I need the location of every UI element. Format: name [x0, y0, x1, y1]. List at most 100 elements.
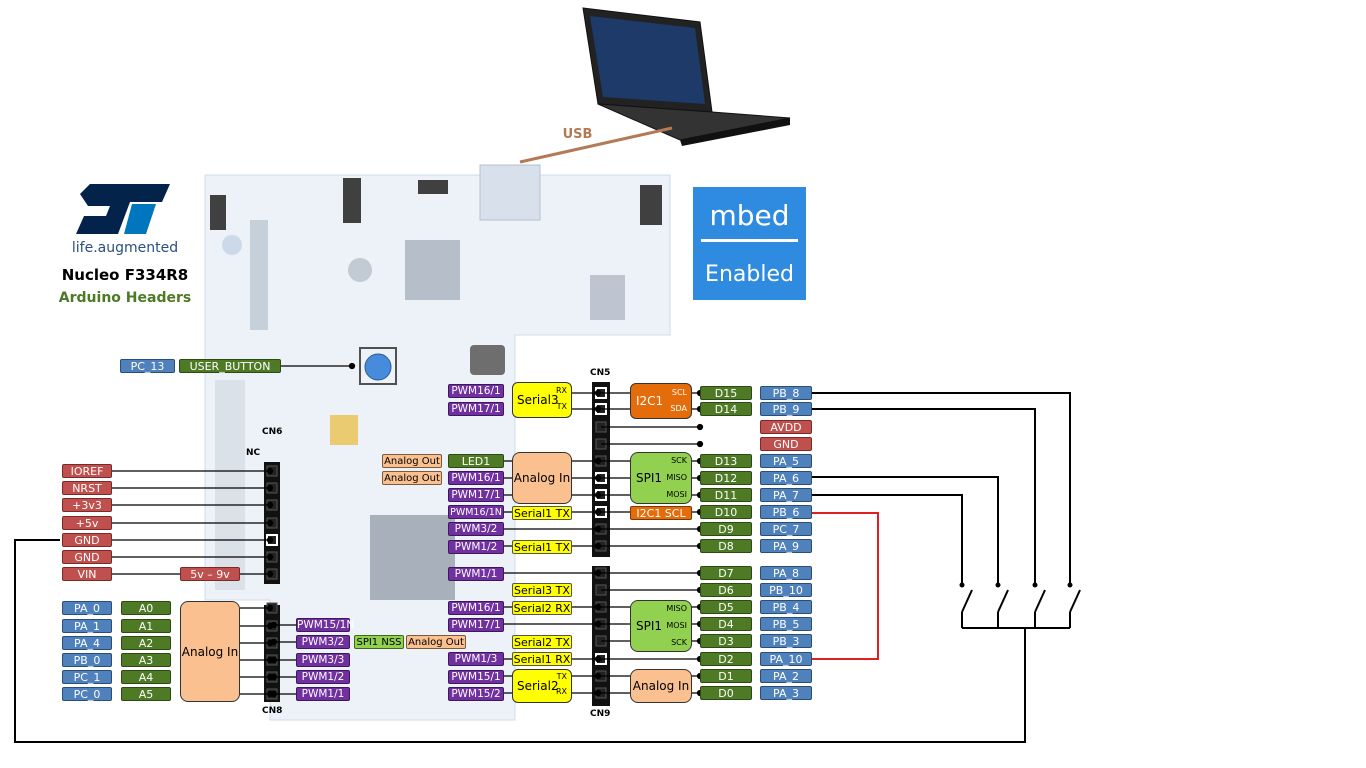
analog-out-2: Analog Out [382, 471, 442, 485]
spi1-box-bottom: SPI1 MISO MOSI SCK [630, 600, 692, 652]
mid-leader-dot [594, 542, 602, 550]
arduino-d0: D0 [700, 686, 752, 700]
arduino-d7: D7 [700, 566, 752, 580]
st-logo-icon [76, 184, 170, 234]
pwm-3-3: PWM3/3 [296, 653, 350, 667]
mcu-pin-pa5: PA_5 [760, 454, 812, 468]
mcu-pin-pb5: PB_5 [760, 617, 812, 631]
serial1-tx-2: Serial1 TX [512, 540, 572, 554]
mid-leader-dot [594, 655, 602, 663]
nc-label: NC [246, 448, 261, 458]
spi1-label-top: SPI1 [636, 471, 663, 485]
cn8-label: CN8 [262, 706, 283, 716]
mcu-pin-pb9: PB_9 [760, 402, 812, 416]
analog-out-cn8: Analog Out [406, 635, 466, 649]
mid-leader-dot [594, 603, 602, 611]
red-jumper-wire [812, 512, 879, 660]
arduino-a2: A2 [121, 636, 171, 650]
mcu-pin-gnd: GND [760, 437, 812, 451]
mcu-pin-pb10: PB_10 [760, 583, 812, 597]
pwm-3-2-left: PWM3/2 [296, 635, 350, 649]
pwm-15-2: PWM15/2 [448, 687, 504, 701]
arduino-d15: D15 [700, 386, 752, 400]
pwm-1-1-left: PWM1/1 [296, 687, 350, 701]
arduino-a3: A3 [121, 653, 171, 667]
board-subtitle: Arduino Headers [58, 290, 192, 306]
pin-3v3: +3v3 [62, 498, 112, 512]
mcu-pin-pb3: PB_3 [760, 634, 812, 648]
cn6-leader-dot [266, 484, 274, 492]
pwm-1-3: PWM1/3 [448, 652, 504, 666]
pwm-16-1-low: PWM16/1 [448, 601, 504, 615]
pin-gnd-1: GND [62, 533, 112, 547]
serial2-rx: Serial2 RX [512, 601, 572, 615]
cn6-leader-dot [266, 570, 274, 578]
pwm-1-1-low: PWM1/1 [448, 567, 504, 581]
st-tagline: life.augmented [71, 240, 179, 256]
pin-vin: VIN [62, 567, 112, 581]
usb-cable [519, 126, 673, 164]
cn8-leader-dot [266, 604, 274, 612]
mid-leader-dot [594, 620, 602, 628]
mid-leader-dot [594, 405, 602, 413]
cn8-header [264, 605, 280, 702]
cn8-pwm-leader-dot [270, 638, 278, 646]
st-logo [70, 180, 175, 238]
cn6-leader-dot [266, 467, 274, 475]
cn6-label: CN6 [262, 427, 283, 437]
pin-ioref: IOREF [62, 464, 112, 478]
mcu-pin-pc7: PC_7 [760, 522, 812, 536]
mcu-pin-pa6: PA_6 [760, 471, 812, 485]
spi1-label-bottom: SPI1 [636, 619, 663, 633]
mcu-pin-pa10: PA_10 [760, 652, 812, 666]
mbed-text: mbed [709, 199, 790, 232]
pwm-17-1-mid: PWM17/1 [448, 488, 504, 502]
cn8-pwm-leader-dot [270, 621, 278, 629]
arduino-d12: D12 [700, 471, 752, 485]
pwm-16-1n: PWM16/1N [448, 505, 504, 519]
pin-pc13: PC_13 [120, 359, 175, 373]
pin-pb0: PB_0 [62, 653, 112, 667]
i2c1-scl: SCL [671, 388, 687, 397]
spi1-miso-top: MISO [666, 473, 687, 482]
pin-pa0: PA_0 [62, 601, 112, 615]
spi1-miso-bottom: MISO [666, 604, 687, 613]
cn6-leader-dot [266, 519, 274, 527]
serial2-box: Serial2 TX RX [512, 669, 572, 703]
pwm-15-1: PWM15/1 [448, 670, 504, 684]
cn6-leader-dot [266, 501, 274, 509]
arduino-d14: D14 [700, 402, 752, 416]
pwm-16-1-top: PWM16/1 [448, 384, 504, 398]
serial3-box: Serial3 RX TX [512, 382, 572, 418]
arduino-d10: D10 [700, 505, 752, 519]
serial2-rx-pin: RX [555, 687, 567, 696]
arduino-d6: D6 [700, 583, 752, 597]
board-name: Nucleo F334R8 [61, 266, 189, 284]
arduino-d9: D9 [700, 522, 752, 536]
cn8-pwm-leader-dot [270, 656, 278, 664]
spi1-sck-bottom: SCK [671, 638, 687, 647]
middle-analog-in-box: Analog In [512, 452, 572, 504]
arduino-d8: D8 [700, 539, 752, 553]
arduino-d5: D5 [700, 600, 752, 614]
mcu-pin-pb6: PB_6 [760, 505, 812, 519]
pin-pa1: PA_1 [62, 619, 112, 633]
arduino-d1: D1 [700, 669, 752, 683]
enabled-text: Enabled [705, 262, 794, 287]
pin-nrst: NRST [62, 481, 112, 495]
arduino-a1: A1 [121, 619, 171, 633]
spi1-nss: SPI1 NSS [354, 635, 404, 649]
mid-leader-dot [594, 525, 602, 533]
mid-leader-dot [594, 689, 602, 697]
mid-leader-dot [594, 474, 602, 482]
spi1-mosi-bottom: MOSI [666, 621, 687, 630]
arduino-d3: D3 [700, 634, 752, 648]
serial3-tx: Serial3 TX [512, 583, 572, 597]
spi1-box-top: SPI1 SCK MISO MOSI [630, 452, 692, 504]
mid-leader-dot [594, 672, 602, 680]
pin-gnd-2: GND [62, 550, 112, 564]
i2c1-label: I2C1 [636, 394, 664, 408]
cn6-leader-dot [266, 553, 274, 561]
right-analog-in-box: Analog In [630, 669, 692, 703]
